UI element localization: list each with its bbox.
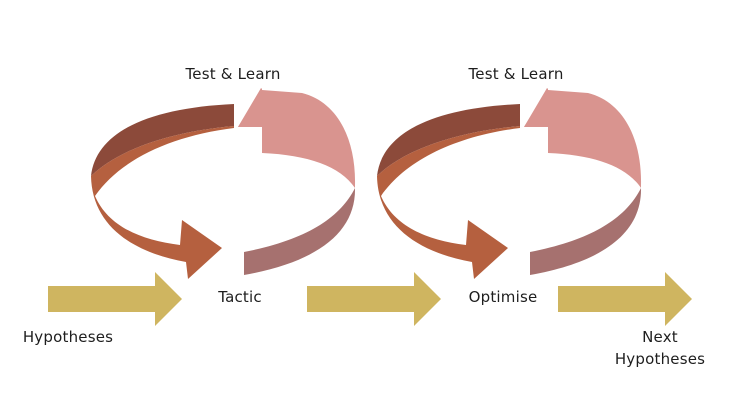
label-hypotheses: Hypotheses [22, 328, 114, 346]
cycle-1-head-left [238, 88, 262, 127]
label-next-hypotheses: Hypotheses [614, 350, 706, 368]
label-test-learn-1: Test & Learn [185, 65, 281, 83]
cycle-1-left-mid [91, 126, 234, 279]
cycle-1-top-dark [91, 104, 234, 176]
cycle-2-right-light [524, 88, 642, 188]
flow-arrow-3 [558, 272, 692, 326]
label-next: Next [642, 328, 678, 346]
cycle-2-right-dark [530, 188, 642, 275]
flow-arrow-1 [48, 272, 182, 326]
label-test-learn-2: Test & Learn [468, 65, 564, 83]
label-tactic: Tactic [218, 288, 262, 306]
cycle-2-head-left [524, 88, 548, 127]
label-optimise: Optimise [468, 288, 538, 306]
cycle-2-top-dark [377, 104, 520, 176]
cycle-1-right-dark [244, 188, 356, 275]
flow-arrow-2 [307, 272, 441, 326]
cycle-1-right-light [238, 88, 356, 188]
cycle-2-left-mid [377, 126, 520, 279]
